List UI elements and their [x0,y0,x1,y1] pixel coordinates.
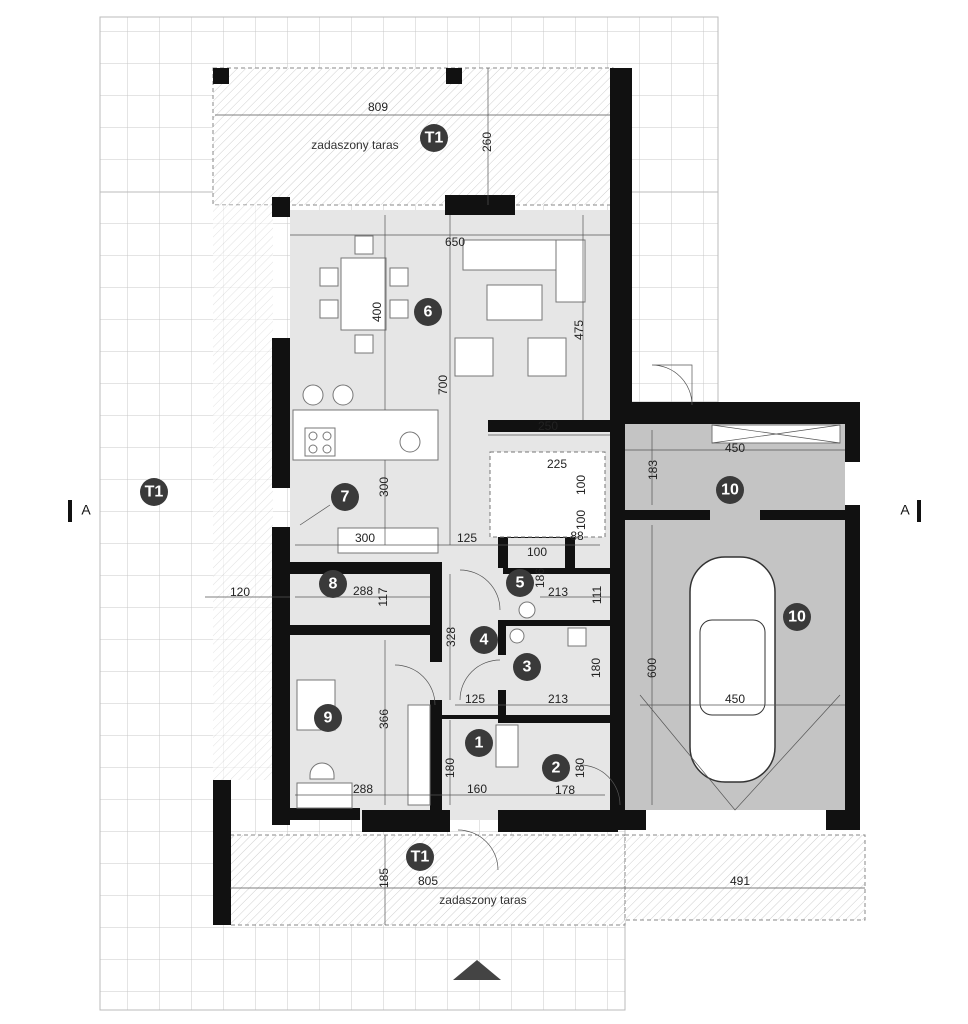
svg-text:8: 8 [329,576,338,593]
room-badge-3: 3 [513,653,541,681]
dim-label: 288 [353,584,373,598]
room-badge-9: 9 [314,704,342,732]
dim-label: 300 [377,477,391,497]
dim-label: 809 [368,100,388,114]
dim-label: 491 [730,874,750,888]
dim-label: 250 [538,419,558,433]
dim-label: 366 [377,709,391,729]
dim-label: 100 [574,510,588,530]
dim-label: 600 [645,658,659,678]
svg-text:1: 1 [475,735,484,752]
dim-label: 125 [457,531,477,545]
dim-label: 225 [547,457,567,471]
garage-apron [624,834,866,921]
dim-label: 288 [353,782,373,796]
dimension-labels: 809 260 650 400 475 700 250 225 100 100 … [230,100,750,907]
car-icon [639,556,841,811]
svg-text:T1: T1 [411,849,430,866]
svg-text:3: 3 [523,659,532,676]
room-badge-t1-bottom: T1 [406,843,434,871]
svg-text:9: 9 [324,710,333,727]
svg-text:7: 7 [341,489,350,506]
dim-label: 120 [230,585,250,599]
covered-terrace-left [213,205,273,780]
dim-label: 180 [443,758,457,778]
room-badge-5: 5 [506,569,534,597]
dim-label: 100 [574,475,588,495]
section-marker-right: A [900,500,921,522]
dim-label: 213 [548,692,568,706]
room-badge-7: 7 [331,483,359,511]
room-badge-6: 6 [414,298,442,326]
section-marker-left: A [68,500,91,522]
dim-label: 160 [467,782,487,796]
dim-label: 475 [572,320,586,340]
terrace-label-top: zadaszony taras [311,138,398,152]
dim-label: 185 [377,868,391,888]
room-badge-t1-left: T1 [140,478,168,506]
svg-text:10: 10 [788,609,806,626]
dim-label: 180 [589,658,603,678]
room-badge-10-garage: 10 [783,603,811,631]
dim-label: 213 [548,585,568,599]
entrance-arrow-icon [453,960,501,980]
dim-label: 178 [555,783,575,797]
dim-label: 186 [533,568,547,588]
dim-label: 805 [418,874,438,888]
dim-label: 450 [725,692,745,706]
room-badge-8: 8 [319,570,347,598]
dim-label: 700 [436,375,450,395]
dim-label: 450 [725,441,745,455]
dim-label: 400 [370,302,384,322]
svg-text:6: 6 [424,304,433,321]
dim-label: 117 [376,587,390,606]
room-badge-4: 4 [470,626,498,654]
dim-label: 650 [445,235,465,249]
dim-label: 88 [570,529,584,543]
dim-label: 300 [355,531,375,545]
dim-label: 125 [465,692,485,706]
dimension-lines [205,68,865,925]
dim-label: 260 [480,132,494,152]
svg-text:10: 10 [721,482,739,499]
room-badge-10-utility: 10 [716,476,744,504]
room-badge-1: 1 [465,729,493,757]
room-badge-2: 2 [542,754,570,782]
svg-text:5: 5 [516,575,525,592]
dim-label: 328 [444,627,458,647]
room-badge-t1-top: T1 [420,124,448,152]
dim-label: 180 [573,758,587,778]
svg-text:4: 4 [480,632,489,649]
dim-label: 111 [590,586,604,605]
svg-text:A: A [900,502,910,518]
furniture [292,235,693,871]
svg-text:T1: T1 [145,484,164,501]
room-badges: T1 6 7 8 5 4 3 9 1 2 10 10 T1 T1 [140,124,811,871]
terrace-label-bottom: zadaszony taras [439,893,526,907]
svg-text:T1: T1 [425,130,444,147]
dim-label: 100 [527,545,547,559]
covered-terrace-top [212,67,614,206]
svg-text:A: A [81,502,91,518]
svg-text:2: 2 [552,760,561,777]
dim-label: 183 [646,460,660,480]
